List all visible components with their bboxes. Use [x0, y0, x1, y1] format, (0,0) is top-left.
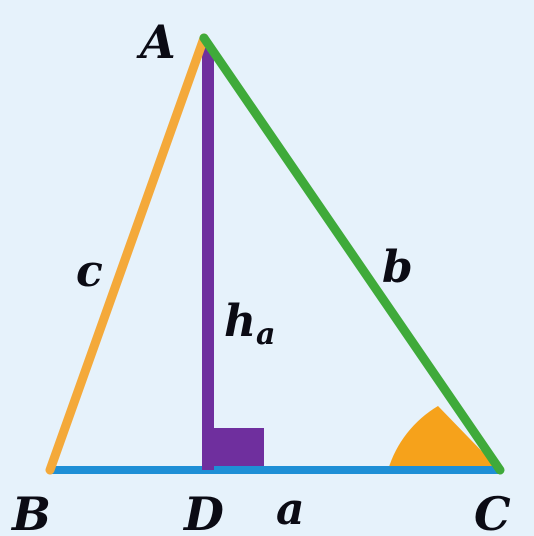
- side-label-c: c: [76, 246, 103, 297]
- right-angle-marker: [208, 428, 264, 470]
- vertex-label-c: C: [474, 487, 511, 536]
- altitude-subscript: a: [256, 317, 275, 352]
- vertex-label-d: D: [182, 487, 224, 536]
- side-label-a: a: [276, 484, 305, 535]
- side-label-b: b: [382, 242, 413, 293]
- angle-marker-c: [388, 406, 500, 470]
- vertex-label-b: B: [10, 487, 51, 536]
- altitude-label: ha: [224, 296, 275, 352]
- side-c-line: [45, 33, 209, 475]
- altitude-symbol: h: [224, 296, 256, 347]
- side-b-line: [199, 33, 505, 475]
- vertex-label-a: A: [136, 15, 176, 69]
